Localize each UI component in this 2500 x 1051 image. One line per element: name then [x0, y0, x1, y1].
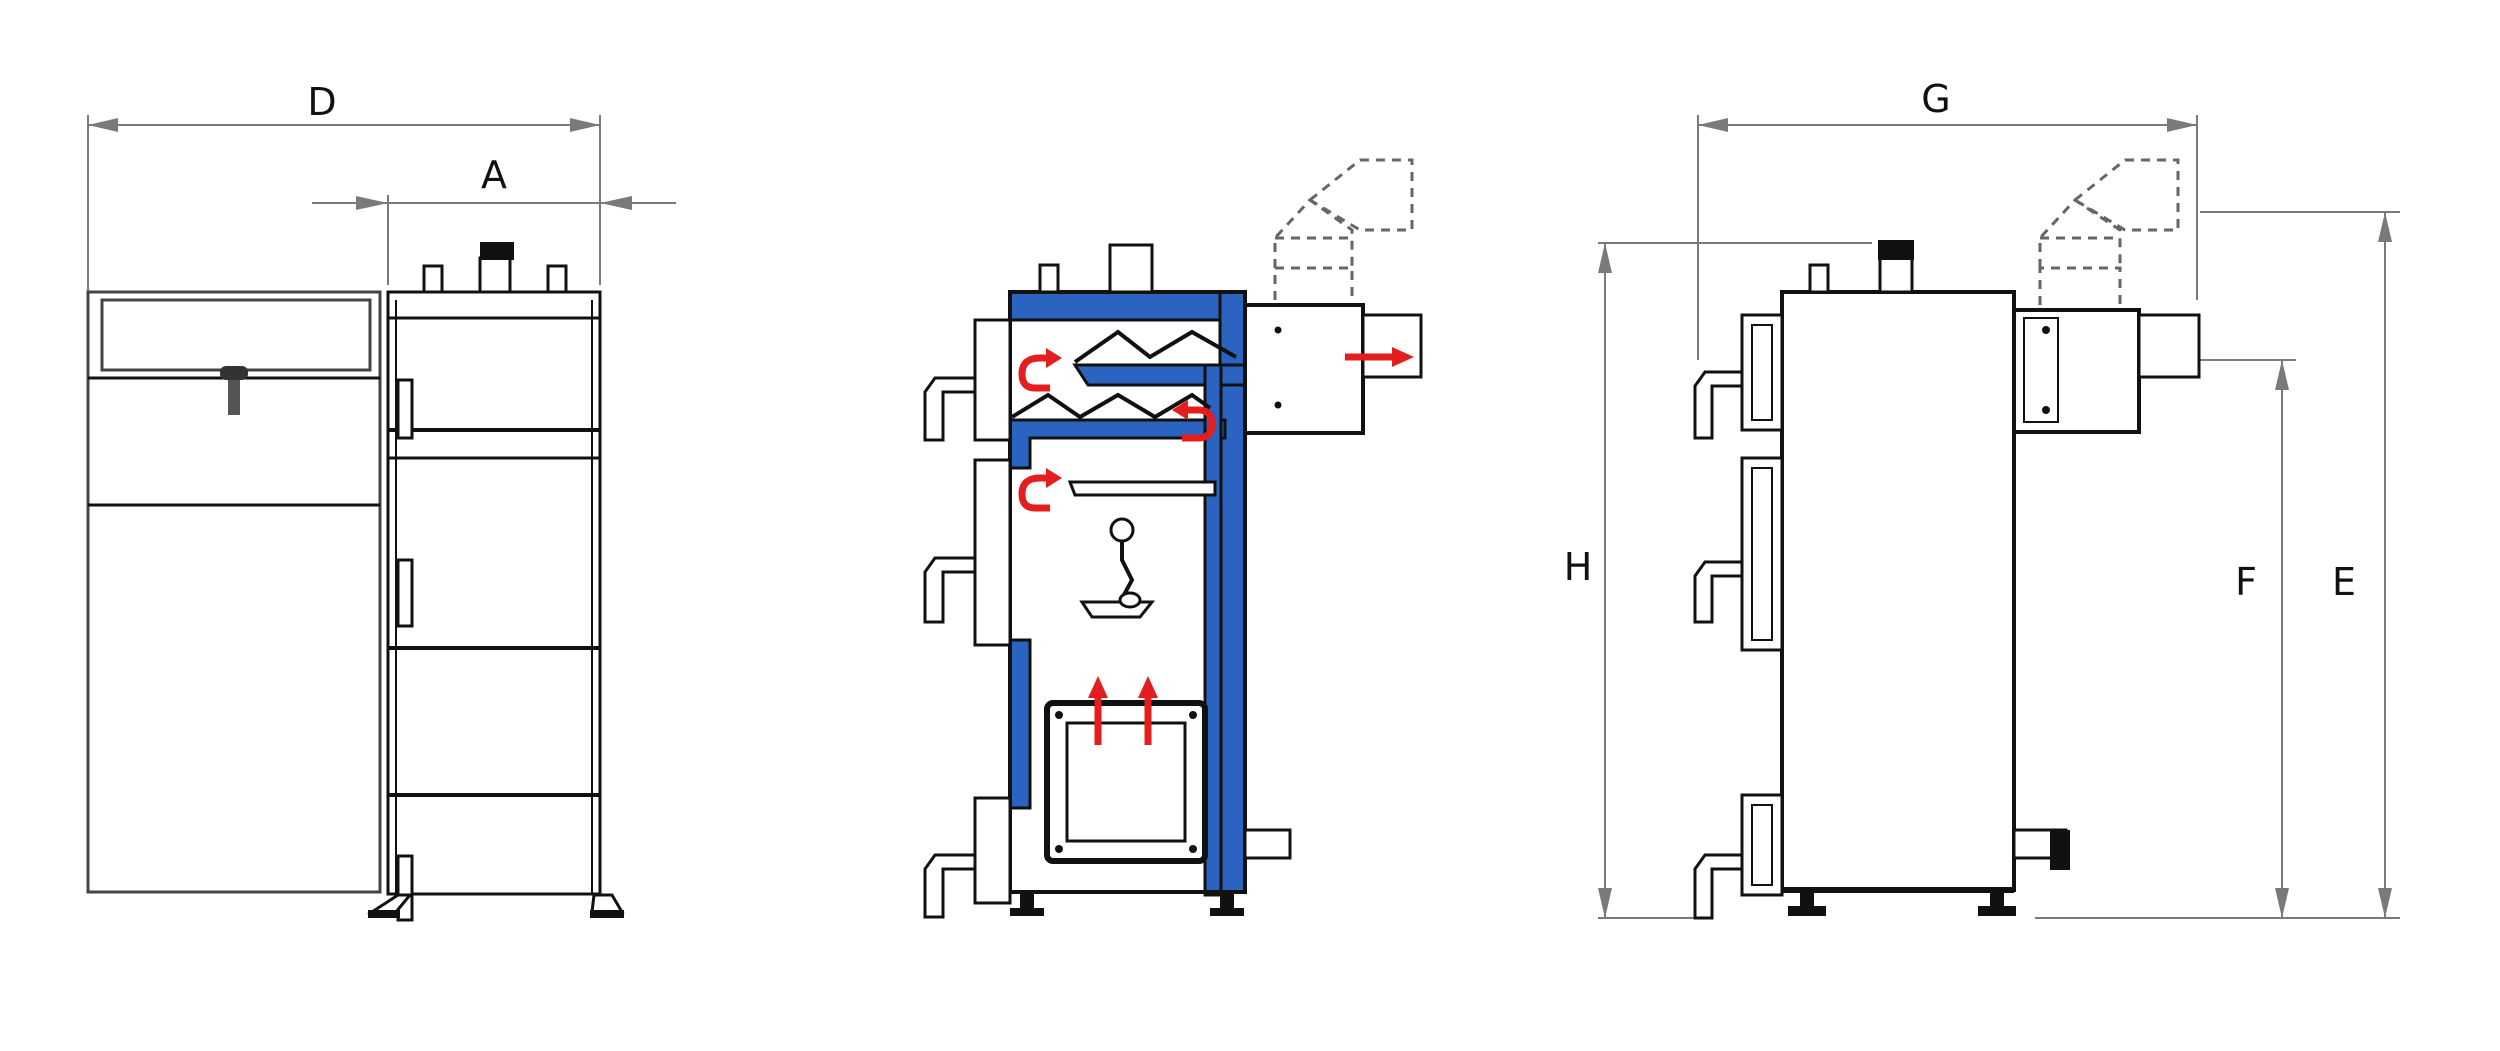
boiler-front-frame: [366, 242, 625, 922]
section-view: [923, 158, 1423, 919]
dimension-h: H: [1564, 242, 1872, 919]
dimension-g: G: [1697, 77, 2198, 360]
dimension-f: F: [2200, 359, 2296, 918]
flue-gas-flow-arrows: [1018, 347, 1414, 745]
dimension-label-a: A: [481, 153, 507, 197]
boiler-section-outline: [923, 158, 1423, 919]
dimension-label-e: E: [2332, 560, 2356, 604]
dimension-a: A: [312, 153, 676, 285]
front-view: D A: [86, 80, 676, 922]
dimension-label-d: D: [307, 80, 336, 124]
dimension-label-h: H: [1564, 545, 1593, 589]
side-view: G H F E: [1564, 77, 2400, 920]
boiler-side-body: [1693, 158, 2201, 920]
side-hopper-panel: [86, 290, 382, 894]
dimension-label-f: F: [2235, 560, 2257, 604]
dimension-label-g: G: [1921, 77, 1950, 121]
dimension-e: E: [2035, 211, 2400, 919]
dimension-d: D: [87, 80, 601, 295]
